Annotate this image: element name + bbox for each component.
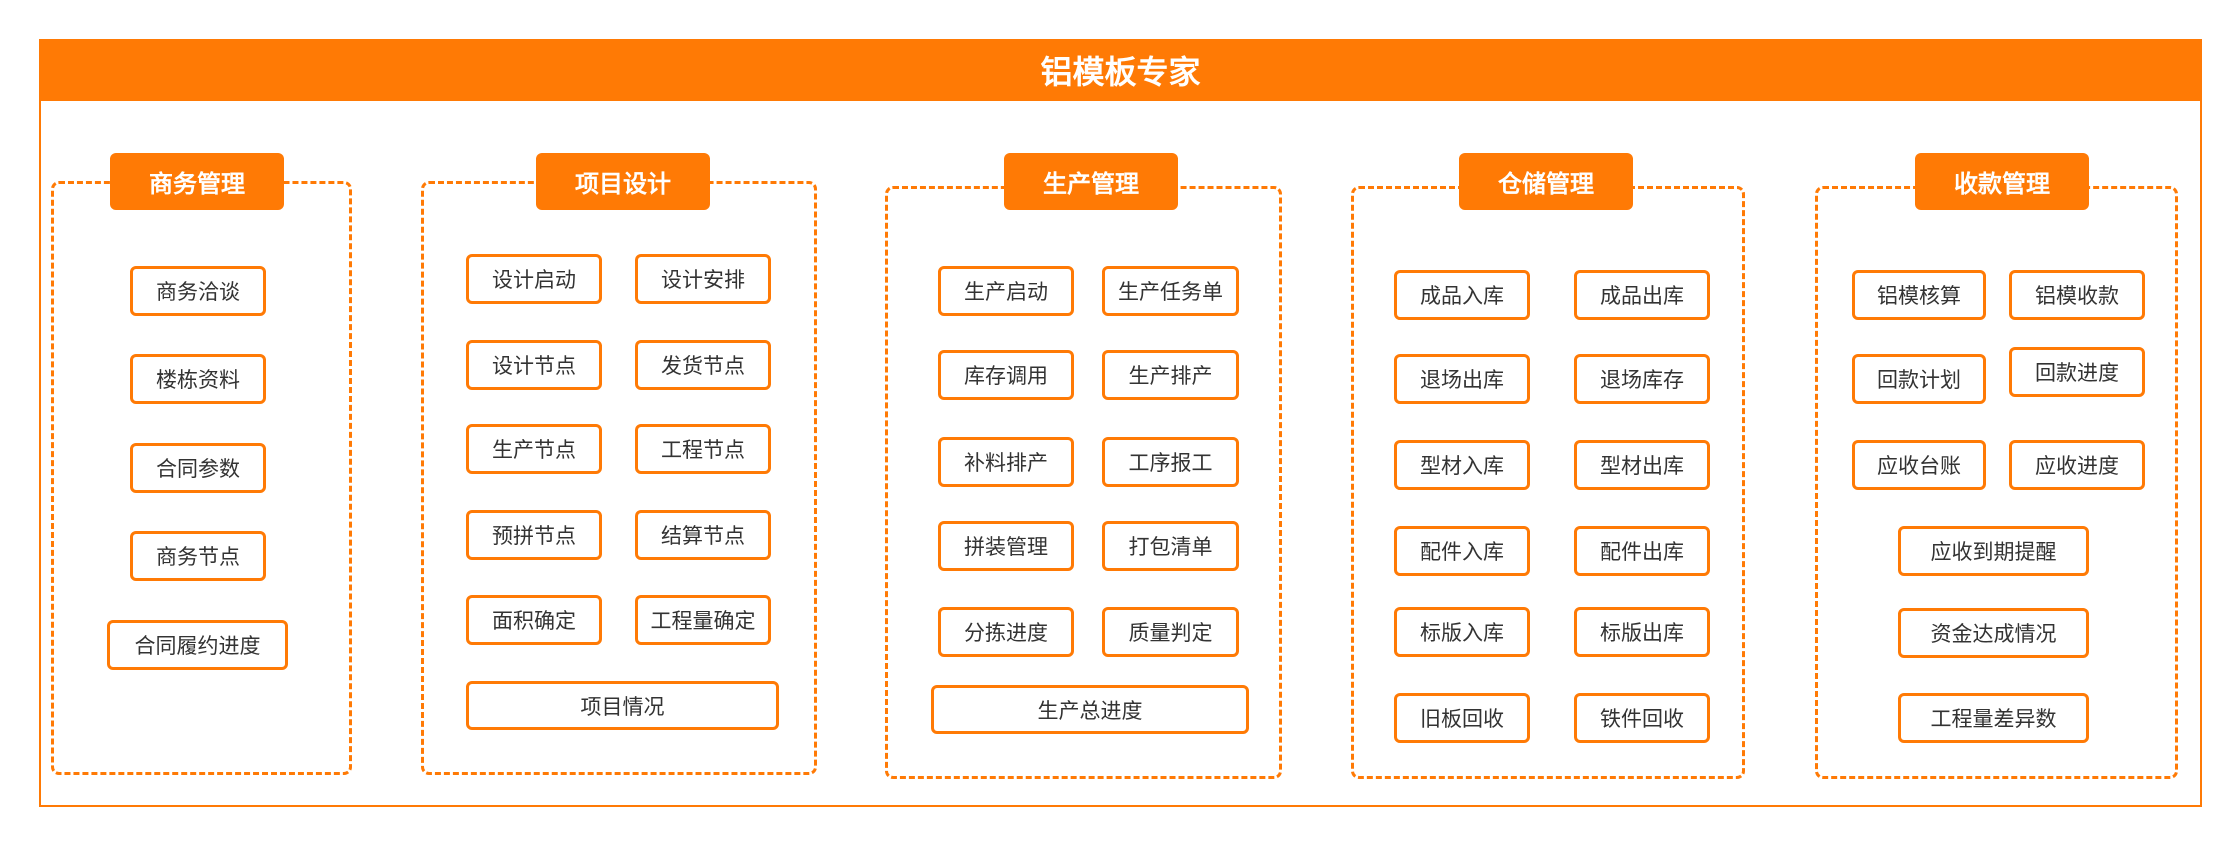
module-item-button[interactable]: 生产总进度 (931, 685, 1249, 734)
module-item-button[interactable]: 库存调用 (938, 350, 1074, 400)
module-item-button[interactable]: 工序报工 (1102, 437, 1239, 487)
module-item-button[interactable]: 合同履约进度 (107, 620, 288, 670)
module-item-button[interactable]: 预拼节点 (466, 510, 602, 560)
module-item-button[interactable]: 标版出库 (1574, 607, 1710, 657)
module-item-button[interactable]: 成品出库 (1574, 270, 1710, 320)
module-item-button[interactable]: 退场库存 (1574, 354, 1710, 404)
module-group-title: 生产管理 (1004, 153, 1178, 210)
module-item-button[interactable]: 分拣进度 (938, 607, 1074, 657)
module-item-button[interactable]: 应收到期提醒 (1898, 526, 2089, 576)
module-item-button[interactable]: 工程量差异数 (1898, 693, 2089, 743)
module-item-button[interactable]: 补料排产 (938, 437, 1074, 487)
module-item-button[interactable]: 型材出库 (1574, 440, 1710, 490)
module-item-button[interactable]: 成品入库 (1394, 270, 1530, 320)
module-item-button[interactable]: 配件入库 (1394, 526, 1530, 576)
module-item-button[interactable]: 生产排产 (1102, 350, 1239, 400)
module-item-button[interactable]: 回款计划 (1852, 354, 1986, 404)
module-item-button[interactable]: 生产任务单 (1102, 266, 1239, 316)
module-item-button[interactable]: 应收进度 (2009, 440, 2145, 490)
module-item-button[interactable]: 应收台账 (1852, 440, 1986, 490)
module-item-button[interactable]: 质量判定 (1102, 607, 1239, 657)
module-item-button[interactable]: 生产节点 (466, 424, 602, 474)
module-item-button[interactable]: 资金达成情况 (1898, 608, 2089, 658)
module-item-button[interactable]: 旧板回收 (1394, 693, 1530, 743)
module-group-title: 仓储管理 (1459, 153, 1633, 210)
module-item-button[interactable]: 工程节点 (635, 424, 771, 474)
module-item-button[interactable]: 拼装管理 (938, 521, 1074, 571)
module-item-button[interactable]: 回款进度 (2009, 347, 2145, 397)
module-item-button[interactable]: 铁件回收 (1574, 693, 1710, 743)
module-item-button[interactable]: 铝模收款 (2009, 270, 2145, 320)
module-item-button[interactable]: 合同参数 (130, 443, 266, 493)
module-group-title: 收款管理 (1915, 153, 2089, 210)
module-item-button[interactable]: 型材入库 (1394, 440, 1530, 490)
module-item-button[interactable]: 铝模核算 (1852, 270, 1986, 320)
module-item-button[interactable]: 配件出库 (1574, 526, 1710, 576)
module-item-button[interactable]: 商务洽谈 (130, 266, 266, 316)
module-item-button[interactable]: 退场出库 (1394, 354, 1530, 404)
module-item-button[interactable]: 设计启动 (466, 254, 602, 304)
module-item-button[interactable]: 打包清单 (1102, 521, 1239, 571)
module-item-button[interactable]: 发货节点 (635, 340, 771, 390)
module-item-button[interactable]: 项目情况 (466, 681, 779, 730)
module-item-button[interactable]: 楼栋资料 (130, 354, 266, 404)
module-item-button[interactable]: 面积确定 (466, 595, 602, 645)
module-group-title: 项目设计 (536, 153, 710, 210)
module-item-button[interactable]: 设计安排 (635, 254, 771, 304)
module-item-button[interactable]: 工程量确定 (635, 595, 771, 645)
diagram-title: 铝模板专家 (39, 39, 2202, 101)
module-item-button[interactable]: 商务节点 (130, 531, 266, 581)
module-item-button[interactable]: 设计节点 (466, 340, 602, 390)
module-item-button[interactable]: 标版入库 (1394, 607, 1530, 657)
module-item-button[interactable]: 结算节点 (635, 510, 771, 560)
module-group-title: 商务管理 (110, 153, 284, 210)
module-item-button[interactable]: 生产启动 (938, 266, 1074, 316)
